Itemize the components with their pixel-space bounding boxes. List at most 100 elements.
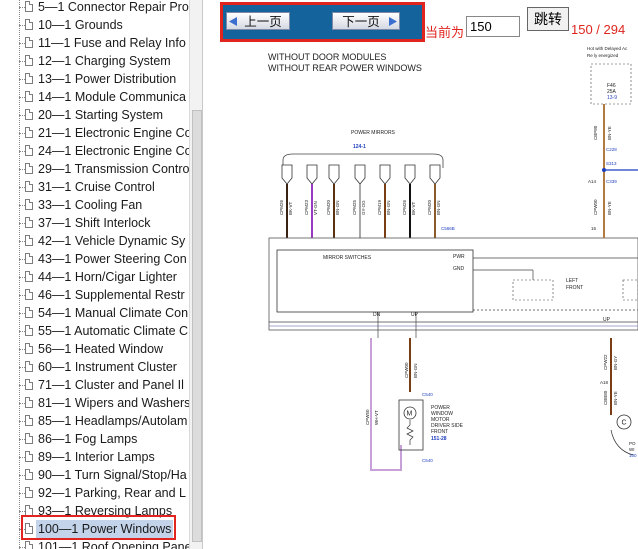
right-label-2: WI (629, 447, 635, 452)
tree-branch (19, 349, 25, 350)
next-page-button[interactable]: 下一页 (332, 12, 400, 30)
sidebar-item-label: 44—1 Horn/Cigar Lighter (38, 270, 177, 284)
sidebar-item-label: 33—1 Cooling Fan (38, 198, 143, 212)
tree-scrollbar-thumb[interactable] (192, 110, 202, 542)
document-icon (25, 127, 33, 138)
next-page-label: 下一页 (342, 15, 380, 29)
motor-wire-1-code: CPW50 (365, 409, 370, 425)
sidebar-item[interactable]: 42—1 Vehicle Dynamic Sy (0, 232, 190, 250)
document-icon (25, 325, 33, 336)
sidebar-item[interactable]: 86—1 Fog Lamps (0, 430, 190, 448)
up-right-label: UP (603, 317, 611, 323)
sidebar-item[interactable]: 24—1 Electronic Engine Co (0, 142, 192, 160)
sidebar-item[interactable]: 10—1 Grounds (0, 16, 190, 34)
wire-code-4: CPM20 (326, 199, 331, 215)
motor-wire-dn (370, 338, 402, 471)
sidebar-item[interactable]: 56—1 Heated Window (0, 340, 190, 358)
sidebar-item[interactable]: 14—1 Module Communica (0, 88, 190, 106)
sidebar-item[interactable]: 46—1 Supplemental Restr (0, 286, 190, 304)
nav-highlight-frame (220, 2, 425, 42)
sidebar-item[interactable]: 21—1 Electronic Engine Co (0, 124, 192, 142)
sidebar-item[interactable]: 31—1 Cruise Control (0, 178, 190, 196)
tree-branch (19, 61, 25, 62)
sidebar-item-label: 55—1 Automatic Climate C (38, 324, 189, 338)
sidebar-item[interactable]: 101—1 Roof Opening Pane (0, 538, 192, 549)
sidebar-item[interactable]: 100—1 Power Windows (0, 520, 190, 538)
document-icon (25, 343, 33, 354)
arrow-left-icon (229, 17, 237, 26)
connector-c339: C339 (606, 179, 617, 184)
sidebar-item[interactable]: 71—1 Cluster and Panel Il (0, 376, 190, 394)
tree-branch (19, 385, 25, 386)
sidebar-item[interactable]: 90—1 Turn Signal/Stop/Ha (0, 466, 190, 484)
right-component-letter: C (622, 420, 627, 427)
fuse-ref: 13-9 (607, 95, 617, 101)
current-page-label: 当前为 (425, 25, 465, 40)
sidebar-item[interactable]: 29—1 Transmission Contro (0, 160, 190, 178)
sidebar-item-label: 11—1 Fuse and Relay Info (38, 36, 186, 50)
pin-15: 15 (591, 226, 597, 231)
sidebar-item[interactable]: 92—1 Parking, Rear and L (0, 484, 190, 502)
document-icon (25, 415, 33, 426)
sidebar-item[interactable]: 11—1 Fuse and Relay Info (0, 34, 190, 52)
document-icon (25, 55, 33, 66)
document-icon (25, 433, 33, 444)
sidebar-item-label: 21—1 Electronic Engine Co (38, 126, 192, 140)
document-icon (25, 1, 33, 12)
motor-coil (406, 420, 414, 445)
sidebar-item[interactable]: 60—1 Instrument Cluster (0, 358, 190, 376)
connector-c540-bottom: C540 (422, 458, 433, 463)
sidebar-item-label: 12—1 Charging System (38, 54, 171, 68)
tree-branch (19, 133, 25, 134)
sidebar-item[interactable]: 81—1 Wipers and Washers (0, 394, 190, 412)
right-wire-3-color: BN-GY (613, 356, 618, 370)
prev-page-label: 上一页 (244, 15, 282, 29)
tree-branch (19, 79, 25, 80)
jump-button[interactable]: 跳转 (527, 7, 569, 31)
selected-item-highlight-frame (21, 515, 176, 540)
sidebar-item-label: 93—1 Reversing Lamps (38, 504, 173, 518)
sidebar-item[interactable]: 85—1 Headlamps/Autolam (0, 412, 190, 430)
connector-s313: S313 (606, 161, 617, 166)
right-wire-2-color: BN-YE (607, 201, 612, 215)
tree-branch (19, 547, 25, 548)
motor-letter: M (407, 411, 413, 418)
motor-ref: 151-28 (431, 436, 447, 442)
wire-code-1: BK-VT (288, 201, 293, 215)
sidebar-item[interactable]: 20—1 Starting System (0, 106, 190, 124)
sidebar-item-label: 60—1 Instrument Cluster (38, 360, 177, 374)
tree-branch (19, 259, 25, 260)
mirror-switches-box (276, 249, 474, 313)
sidebar-item[interactable]: 13—1 Power Distribution (0, 70, 190, 88)
sidebar-item[interactable]: 5—1 Connector Repair Pro (0, 0, 190, 16)
wire-code-3: VT-GN (313, 201, 318, 215)
fuse-rating: 25A (607, 89, 617, 95)
sidebar-item[interactable]: 54—1 Manual Climate Con (0, 304, 190, 322)
prev-page-button[interactable]: 上一页 (226, 12, 290, 30)
sidebar-item[interactable]: 37—1 Shift Interlock (0, 214, 190, 232)
tree-branch (19, 151, 25, 152)
hot-note-1: Hot with Delayed Ac (587, 46, 628, 51)
motor-label: POWER WINDOW MOTOR DRIVER SIDE FRONT (431, 405, 464, 435)
sidebar-item-label: 90—1 Turn Signal/Stop/Ha (38, 468, 187, 482)
module-outline (268, 237, 638, 331)
sidebar-item-label: 101—1 Roof Opening Pane (38, 540, 192, 549)
sidebar-item[interactable]: 44—1 Horn/Cigar Lighter (0, 268, 190, 286)
sidebar-item[interactable]: 12—1 Charging System (0, 52, 190, 70)
sidebar-item-label: 5—1 Connector Repair Pro (38, 0, 189, 14)
page-number-input[interactable] (466, 16, 520, 37)
sidebar-item[interactable]: 89—1 Interior Lamps (0, 448, 190, 466)
document-icon (25, 307, 33, 318)
tree-branch (19, 223, 25, 224)
left-front-label-1: LEFT (566, 278, 578, 284)
wire-code-9: BN-GN (386, 201, 391, 216)
sidebar-item-label: 89—1 Interior Lamps (38, 450, 155, 464)
sidebar-item[interactable]: 55—1 Automatic Climate C (0, 322, 190, 340)
sidebar-item[interactable]: 43—1 Power Steering Con (0, 250, 190, 268)
sidebar-item[interactable]: 33—1 Cooling Fan (0, 196, 190, 214)
tree-scrollbar[interactable] (189, 0, 202, 549)
tree-branch (19, 241, 25, 242)
sidebar-item-label: 81—1 Wipers and Washers (38, 396, 191, 410)
document-icon (25, 397, 33, 408)
mirror-connector-pins (281, 164, 441, 185)
